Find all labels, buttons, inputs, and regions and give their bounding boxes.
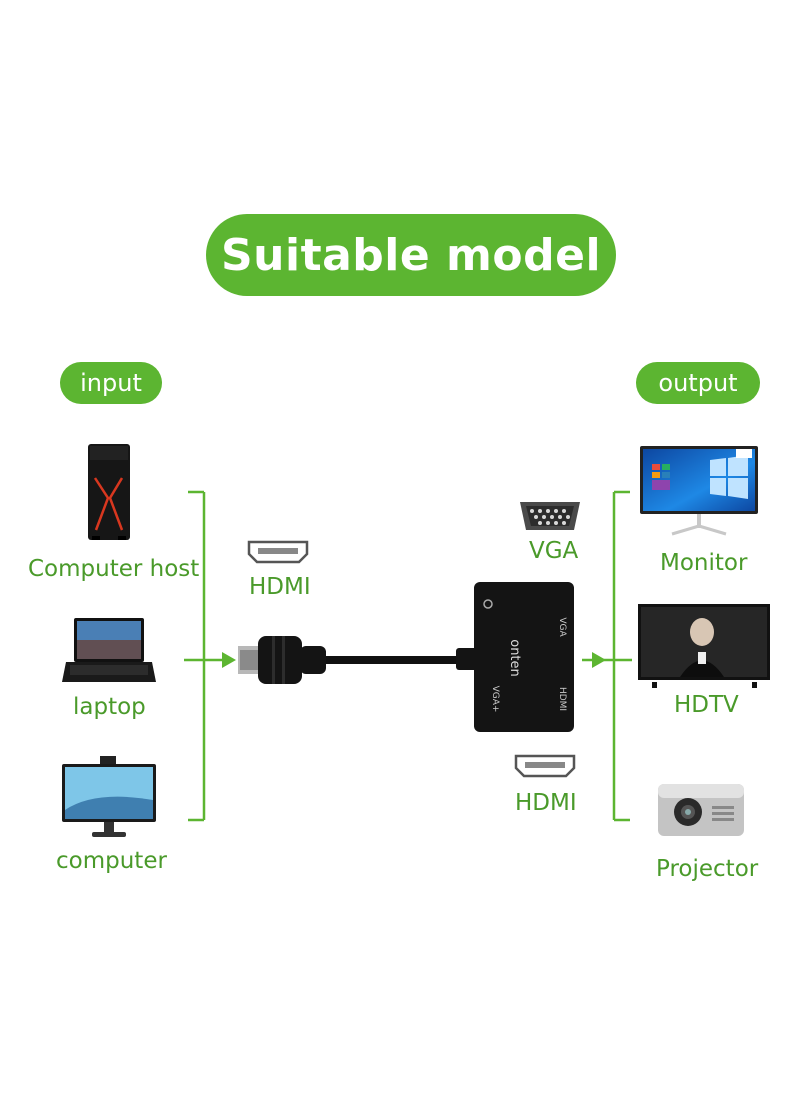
input-bracket — [188, 490, 206, 822]
device-label-monitor: Monitor — [660, 550, 748, 576]
hdmi-cable — [326, 652, 476, 664]
hdmi-port-icon-input — [247, 540, 309, 564]
adapter-port-vga: VGA — [557, 617, 567, 637]
adapter-brand: onten — [507, 639, 522, 677]
device-label-computer: computer — [56, 848, 167, 874]
hdmi-plug-icon — [238, 636, 326, 684]
hdtv-icon — [638, 604, 770, 688]
projector-icon — [658, 784, 744, 836]
device-label-laptop: laptop — [73, 694, 146, 720]
port-label-input-hdmi: HDMI — [249, 574, 311, 600]
port-label-vga: VGA — [529, 538, 579, 564]
hdmi-port-icon-output — [514, 754, 576, 778]
device-label-hdtv: HDTV — [674, 692, 739, 718]
device-label-computer-host: Computer host — [28, 556, 200, 582]
output-heading-pill: output — [636, 362, 760, 404]
input-heading-pill: input — [60, 362, 162, 404]
monitor-icon — [640, 446, 758, 536]
output-bracket — [612, 490, 630, 822]
adapter-port-hdmi: HDMI — [557, 686, 567, 712]
vga-port-icon — [520, 502, 580, 530]
device-label-projector: Projector — [656, 856, 759, 882]
all-in-one-computer-icon — [62, 756, 156, 837]
input-arrow-icon — [184, 652, 236, 668]
adapter-box — [456, 582, 574, 732]
title-banner: Suitable model — [206, 214, 616, 296]
output-arrow-icon — [582, 652, 632, 668]
input-heading: input — [80, 369, 142, 397]
title-text: Suitable model — [220, 229, 602, 281]
adapter-side-label: VGA+ — [490, 685, 500, 713]
port-label-output-hdmi: HDMI — [515, 790, 577, 816]
tower-pc-icon — [88, 444, 130, 540]
laptop-icon — [62, 618, 156, 682]
output-heading: output — [658, 369, 738, 397]
